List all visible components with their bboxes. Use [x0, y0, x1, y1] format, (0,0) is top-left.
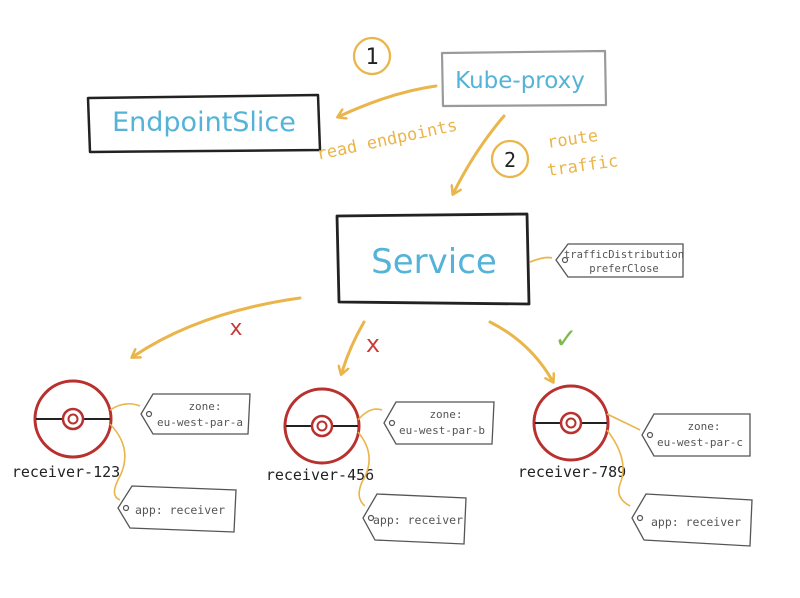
app-label: app: receiver — [651, 515, 741, 529]
service-traffic-tag: trafficDistribution preferClose — [529, 243, 684, 278]
pod-name: receiver-789 — [518, 463, 626, 481]
zone-value: eu-west-par-b — [399, 424, 485, 437]
pokeball-icon — [532, 384, 610, 462]
service-tag-line1: trafficDistribution — [564, 249, 684, 261]
pokeball-icon — [33, 379, 113, 459]
tag-icon — [555, 243, 684, 278]
step-1-number: 1 — [365, 45, 378, 70]
app-label: app: receiver — [135, 503, 225, 517]
zone-label: zone: — [188, 400, 221, 413]
zone-tag: zone: eu-west-par-a — [140, 393, 251, 435]
app-tag: app: receiver — [362, 493, 467, 545]
endpointslice-label: EndpointSlice — [112, 107, 296, 138]
read-endpoints-label: read endpoints — [315, 116, 459, 165]
zone-value: eu-west-par-a — [157, 416, 243, 429]
pod-name: receiver-123 — [12, 463, 120, 481]
service-tag-line2: preferClose — [589, 263, 659, 275]
arrow-to-pod-2 — [342, 320, 366, 372]
app-tag: app: receiver — [117, 485, 237, 533]
tag-icon — [140, 393, 251, 435]
cross-mark-pod-1: x — [229, 316, 242, 341]
tag-icon — [117, 485, 237, 533]
pod-receiver-123: receiver-123 zone: eu-west-par-a app: re… — [12, 379, 251, 533]
arrow-to-pod-3 — [488, 320, 552, 380]
tag-icon — [631, 493, 753, 547]
route-label-line1: route — [546, 126, 599, 153]
service-box: Service — [335, 212, 531, 306]
tag-icon — [383, 401, 495, 445]
check-mark-pod-3: ✓ — [554, 322, 577, 355]
zone-tag: zone: eu-west-par-b — [383, 401, 495, 445]
endpointslice-box: EndpointSlice — [86, 93, 322, 154]
zone-label: zone: — [687, 420, 720, 433]
kubeproxy-box: Kube-proxy — [440, 49, 608, 108]
arrow-to-pod-1 — [134, 296, 302, 356]
service-label: Service — [371, 242, 497, 282]
arrow-route-traffic — [454, 114, 506, 192]
zone-value: eu-west-par-c — [657, 436, 743, 449]
app-tag: app: receiver — [631, 493, 753, 547]
route-label-line2: traffic — [546, 151, 620, 181]
pod-name: receiver-456 — [266, 466, 374, 484]
tag-icon — [362, 493, 467, 545]
app-label: app: receiver — [373, 513, 463, 527]
kubeproxy-label: Kube-proxy — [455, 68, 585, 94]
cross-mark-pod-2: x — [366, 330, 380, 358]
step-1-badge: 1 — [352, 36, 392, 76]
pod-receiver-456: receiver-456 zone: eu-west-par-b app: re… — [266, 387, 495, 545]
arrow-read-endpoints — [340, 84, 438, 116]
pod-receiver-789: receiver-789 zone: eu-west-par-c app: re… — [518, 384, 753, 547]
zone-tag: zone: eu-west-par-c — [641, 413, 751, 457]
zone-label: zone: — [429, 408, 462, 421]
pokeball-icon — [283, 387, 361, 465]
tag-icon — [641, 413, 751, 457]
step-2-badge: 2 — [490, 139, 530, 179]
step-2-number: 2 — [504, 148, 516, 172]
